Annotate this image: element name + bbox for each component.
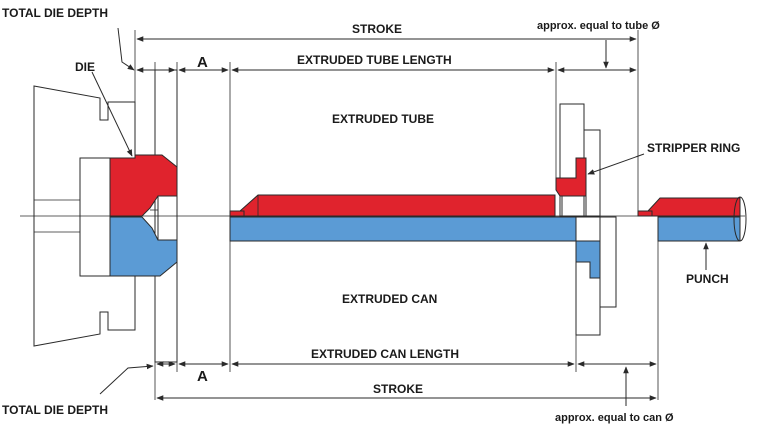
- stripper-ring-leader: [587, 153, 645, 175]
- punch-tube-half: [637, 197, 741, 217]
- extruded-tube-label: EXTRUDED TUBE: [332, 112, 434, 126]
- die-can-half: [109, 216, 178, 277]
- stripper-ring-blue: [575, 240, 601, 279]
- punch-can-half: [657, 216, 741, 242]
- a-bottom-label: A: [197, 368, 208, 385]
- total-die-depth-bottom-label: TOTAL DIE DEPTH: [2, 403, 108, 417]
- extruded-can-label: EXTRUDED CAN: [342, 292, 437, 306]
- top-dimensions: [117, 27, 639, 211]
- approx-tube-label: approx. equal to tube Ø: [537, 20, 660, 32]
- stroke-bottom-label: STROKE: [373, 382, 423, 396]
- extruded-can-length-label: EXTRUDED CAN LENGTH: [311, 347, 459, 361]
- die-tube-half: [109, 154, 178, 217]
- bottom-dimensions: [99, 241, 659, 406]
- extruded-tube-length-label: EXTRUDED TUBE LENGTH: [297, 53, 452, 67]
- extruded-tube: [229, 194, 556, 217]
- stripper-ring-red: [555, 157, 587, 197]
- approx-can-label: approx. equal to can Ø: [555, 412, 674, 424]
- die-label: DIE: [75, 60, 95, 74]
- punch-label: PUNCH: [686, 272, 729, 286]
- die-leader: [91, 71, 133, 157]
- extruded-can: [229, 216, 577, 242]
- a-top-label: A: [197, 54, 208, 71]
- stroke-top-label: STROKE: [352, 22, 402, 36]
- stripper-ring-label: STRIPPER RING: [647, 141, 740, 155]
- total-die-depth-top-label: TOTAL DIE DEPTH: [2, 6, 108, 20]
